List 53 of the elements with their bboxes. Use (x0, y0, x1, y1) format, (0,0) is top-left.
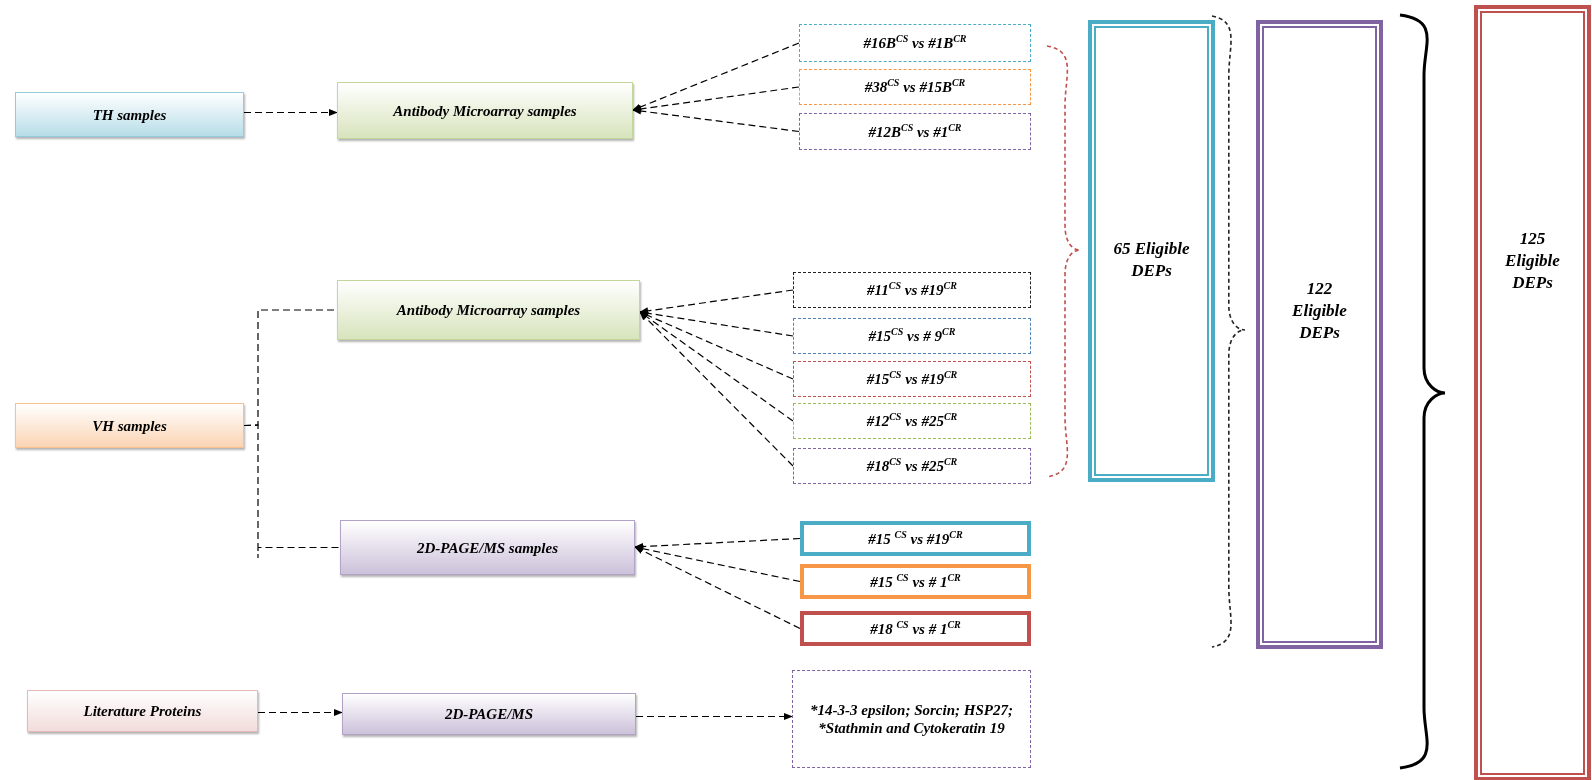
arrow (243, 108, 338, 117)
node-label: Antibody Microarray samples (393, 101, 577, 120)
comparison-box (799, 113, 1031, 150)
arrow (634, 546, 801, 630)
arrow (634, 545, 801, 583)
connector-line (243, 424, 341, 559)
node-label: TH samples (92, 105, 167, 124)
comparison-box (793, 403, 1031, 439)
node-label: #15$^{CS}$ vs # 9$^{CR}$ (868, 327, 956, 345)
node-label: #16B$^{CS}$ vs #1B$^{CR}$ (863, 34, 967, 52)
node-label: Literature Proteins (83, 702, 202, 720)
sample-box (340, 520, 635, 575)
comparison-box (793, 318, 1031, 354)
node-label: 65 Eligible DEPs (1112, 238, 1191, 283)
node-label: #11$^{CS}$ vs #19$^{CR}$ (867, 281, 957, 299)
node-label: #12B$^{CS}$ vs #1$^{CR}$ (868, 122, 962, 141)
node-label: Antibody Microarray samples (396, 301, 581, 319)
arrow (632, 42, 800, 111)
arrow (639, 311, 794, 467)
node-label: *14-3-3 epsilon; Sorcin; HSP27; *Stathmin and Cytokeratin 19 (809, 701, 1014, 737)
arrow (635, 712, 793, 721)
sample-box (342, 693, 636, 735)
sample-box (337, 82, 633, 139)
arrow (632, 107, 800, 133)
comparison-box (800, 521, 1031, 556)
sample-box (337, 280, 640, 340)
node-label: 122 Eligible DEPs (1291, 278, 1348, 345)
comparison-box (792, 670, 1031, 768)
comparison-box (793, 361, 1031, 397)
node-label: #38$^{CS}$ vs #15B$^{CR}$ (864, 78, 966, 96)
comparison-box (800, 611, 1031, 646)
node-label: #12$^{CS}$ vs #25$^{CR}$ (866, 412, 958, 430)
node-label: VH samples (92, 416, 167, 435)
arrow (257, 708, 343, 717)
sample-box (15, 92, 244, 137)
comparison-box (793, 272, 1031, 308)
node-label: 2D-PAGE/MS samples (417, 538, 558, 557)
result-box (1476, 7, 1589, 779)
node-label: 125 Eligible DEPs (1504, 228, 1561, 295)
node-label: #18 $^{CS}$ vs # 1$^{CR}$ (870, 619, 961, 638)
sample-box (15, 403, 244, 448)
comparison-box (799, 24, 1031, 62)
comparison-box (793, 448, 1031, 484)
sample-box (27, 690, 258, 732)
node-label: 2D-PAGE/MS (444, 705, 534, 723)
node-label: #18$^{CS}$ vs #25$^{CR}$ (866, 457, 958, 475)
result-box (1090, 22, 1213, 480)
node-label: #15 $^{CS}$ vs #19$^{CR}$ (868, 529, 963, 548)
result-box (1258, 22, 1381, 647)
comparison-box (799, 69, 1031, 105)
node-label: #15 $^{CS}$ vs # 1$^{CR}$ (870, 572, 961, 591)
node-label: #15$^{CS}$ vs #19$^{CR}$ (866, 370, 958, 388)
comparison-box (800, 564, 1031, 599)
